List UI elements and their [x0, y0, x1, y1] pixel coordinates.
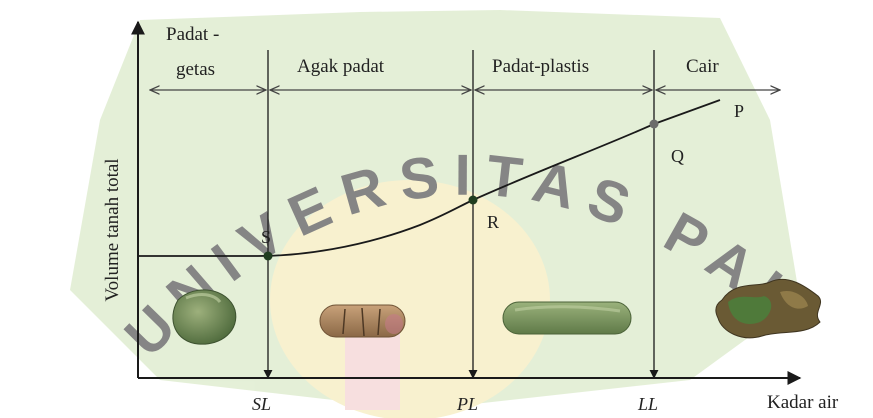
limit-label-pl: PL [456, 394, 478, 414]
point-r-marker [468, 195, 478, 205]
limit-label-sl: SL [252, 394, 271, 414]
zone-label-padat-getas-line2: getas [176, 59, 215, 80]
zone-label-padat-plastis: Padat-plastis [492, 56, 589, 77]
point-p-label: P [734, 101, 744, 121]
watermark-center-emblem [270, 180, 550, 418]
rounded-clod-icon [172, 289, 237, 345]
axes: Volume tanah total Kadar air [102, 20, 839, 413]
point-s-label: S [261, 227, 271, 247]
university-watermark: UNIVERSITAS PALANGKARAYA [0, 0, 806, 418]
slumped-mass-icon [715, 278, 822, 339]
zone-dividers [263, 50, 659, 379]
y-axis-label: Volume tanah total [102, 158, 123, 301]
limit-labels: SL PL LL [252, 394, 658, 414]
volume-curve [138, 99, 721, 257]
point-s-marker [263, 251, 273, 261]
curve-points: S R Q P [261, 101, 744, 261]
point-r-label: R [487, 212, 499, 232]
point-q-marker [649, 119, 659, 129]
soil-samples [172, 278, 822, 345]
limit-label-ll: LL [637, 394, 658, 414]
x-axis-label: Kadar air [767, 392, 839, 413]
point-q-label: Q [671, 146, 684, 166]
zone-label-padat-getas-line1: Padat - [166, 24, 219, 45]
watermark-red-element [345, 330, 400, 410]
smooth-roll-icon [502, 301, 632, 335]
zone-label-cair: Cair [686, 56, 719, 77]
zone-label-agak-padat: Agak padat [297, 56, 385, 77]
cracked-roll-icon [319, 304, 406, 338]
zone-labels: Padat - getas Agak padat Padat-plastis C… [166, 24, 719, 80]
